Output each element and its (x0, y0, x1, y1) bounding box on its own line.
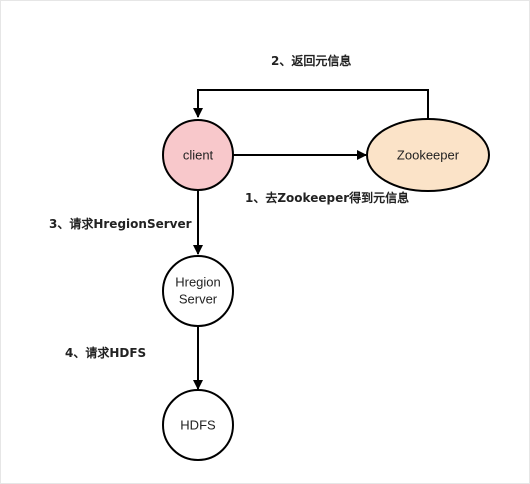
node-client: client (162, 119, 234, 191)
zookeeper-shape (366, 118, 490, 192)
hregion-server-label-line2: Server (179, 291, 218, 306)
hregion-server-shape (162, 255, 234, 327)
edge-label-step1: 1、去Zookeeper得到元信息 (245, 190, 409, 205)
edge-label-step4: 4、请求HDFS (65, 345, 146, 360)
node-hdfs: HDFS (162, 389, 234, 461)
edge-zookeeper-to-client (193, 89, 429, 119)
node-hregion-server: Hregion Server (162, 255, 234, 327)
client-shape (162, 119, 234, 191)
hdfs-shape (162, 389, 234, 461)
node-zookeeper: Zookeeper (366, 118, 490, 192)
edge-label-step3: 3、请求HregionServer (49, 216, 192, 231)
client-label: client (183, 147, 214, 162)
edge-label-step2: 2、返回元信息 (271, 53, 351, 68)
hdfs-label: HDFS (180, 417, 216, 432)
hregion-server-label-line1: Hregion (175, 274, 221, 289)
zookeeper-label: Zookeeper (397, 147, 460, 162)
